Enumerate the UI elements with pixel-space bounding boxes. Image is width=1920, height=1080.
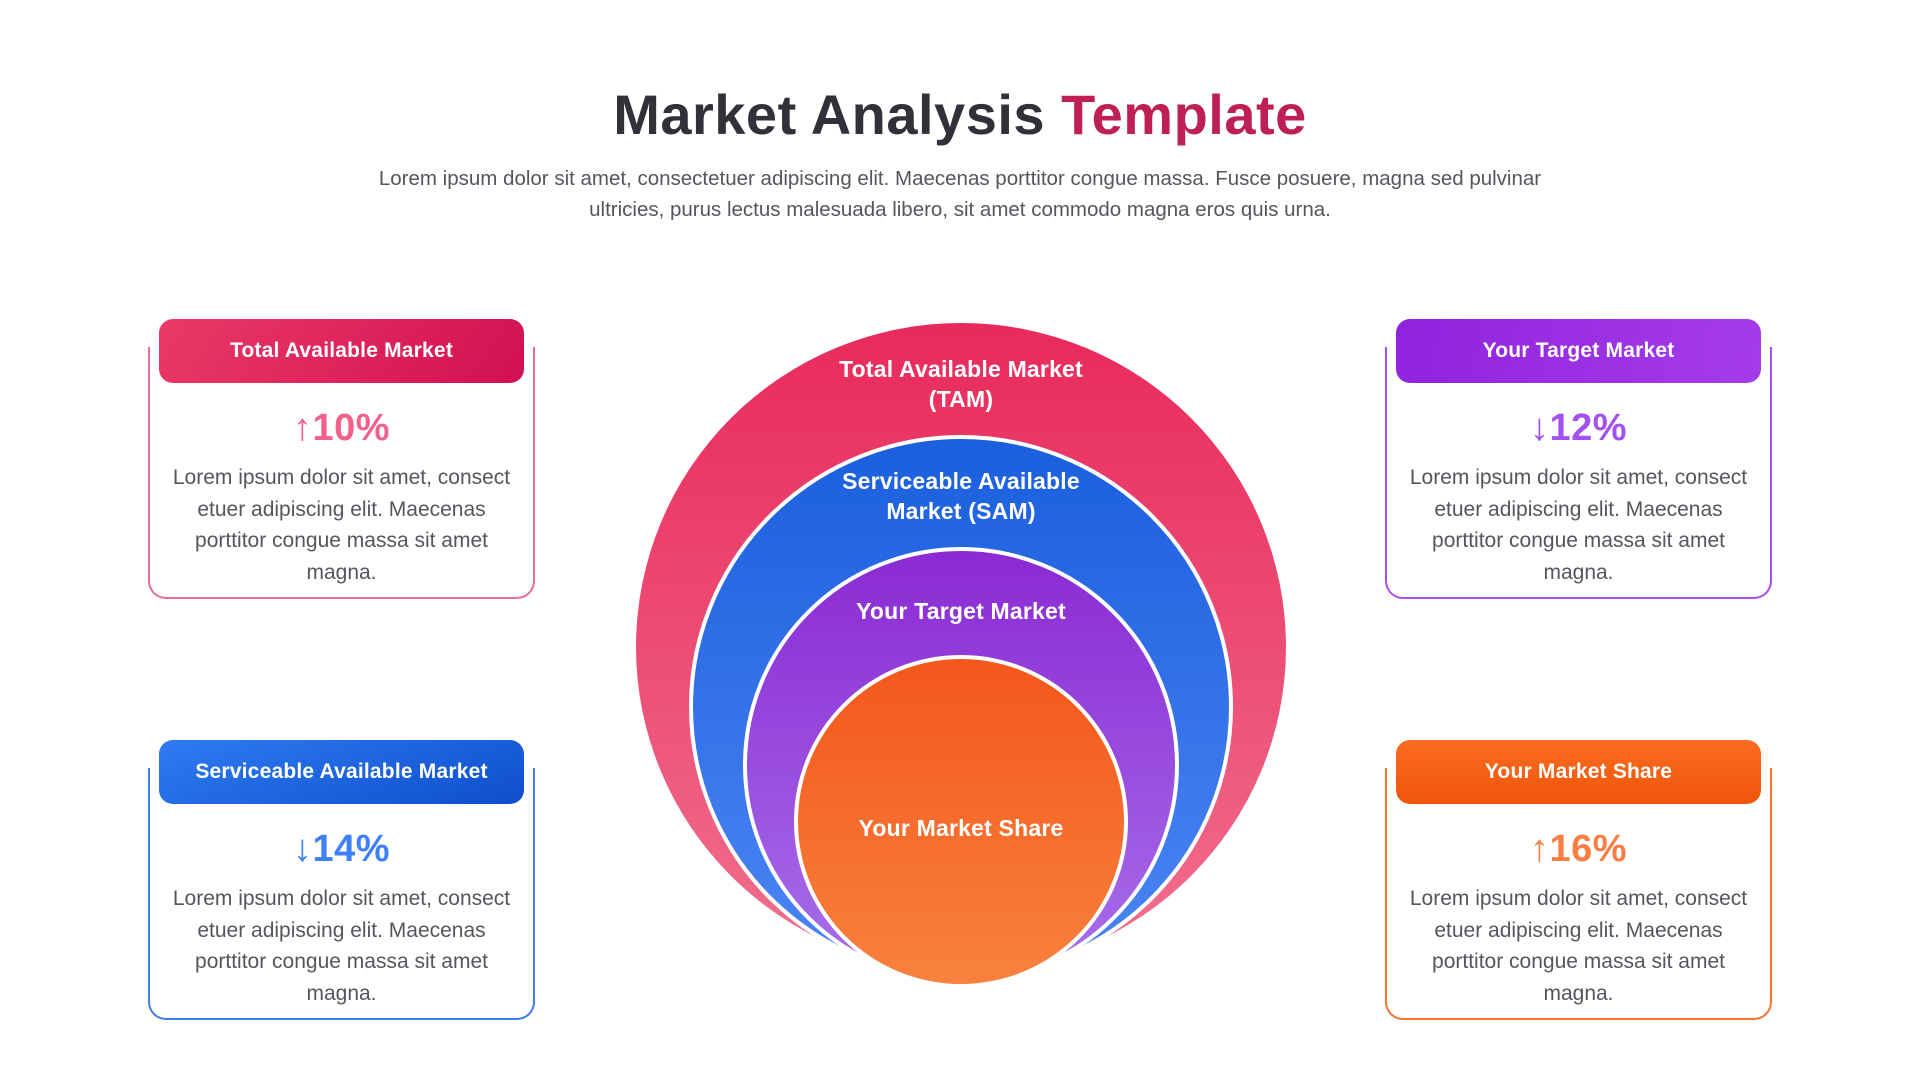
card-block-total-available-market: Total Available Market ↑10% Lorem ipsum … — [148, 319, 535, 599]
trend-your-target-market: ↓12% — [1396, 407, 1761, 450]
ring-label-line: Market (SAM) — [886, 498, 1036, 524]
trend-value: 16% — [1549, 828, 1628, 870]
trend-serviceable-available-market: ↓14% — [159, 828, 524, 871]
ring-label-your-target-market: Your Target Market — [631, 596, 1291, 626]
trend-value: 14% — [312, 828, 391, 870]
card-total-available-market: Total Available Market — [159, 319, 524, 383]
ring-label-line: Your Market Share — [858, 815, 1064, 841]
trend-down-icon: ↓ — [292, 828, 313, 870]
page-subtitle: Lorem ipsum dolor sit amet, consectetuer… — [378, 167, 1542, 221]
ring-label-line: Total Available Market — [839, 356, 1083, 382]
card-title: Serviceable Available Market — [195, 760, 488, 783]
card-title: Your Target Market — [1482, 339, 1675, 362]
trend-down-icon: ↓ — [1529, 407, 1550, 449]
card-bracket — [148, 347, 535, 599]
card-block-serviceable-available-market: Serviceable Available Market ↓14% Lorem … — [148, 740, 535, 1020]
ring-label-your-market-share: Your Market Share — [631, 813, 1291, 843]
card-your-target-market: Your Target Market — [1396, 319, 1761, 383]
ring-your-market-share — [794, 655, 1128, 988]
page-title-main: Market Analysis — [613, 83, 1062, 146]
card-block-your-market-share: Your Market Share ↑16% Lorem ipsum dolor… — [1385, 740, 1772, 1020]
card-body-text: Lorem ipsum dolor sit amet, consect etue… — [172, 887, 511, 1005]
trend-total-available-market: ↑10% — [159, 407, 524, 450]
card-title: Total Available Market — [229, 339, 454, 362]
ring-label-tam: Total Available Market (TAM) — [631, 354, 1291, 414]
card-bracket — [1385, 768, 1772, 1020]
card-body-text: Lorem ipsum dolor sit amet, consect etue… — [1409, 887, 1748, 1005]
market-funnel-diagram: Total Available Market (TAM) Serviceable… — [631, 319, 1291, 991]
card-your-market-share: Your Market Share — [1396, 740, 1761, 804]
card-serviceable-available-market: Serviceable Available Market — [159, 740, 524, 804]
trend-up-icon: ↑ — [292, 407, 313, 449]
page-title-accent: Template — [1061, 83, 1307, 146]
ring-label-line: Serviceable Available — [842, 468, 1080, 494]
card-body-text: Lorem ipsum dolor sit amet, consect etue… — [172, 466, 511, 584]
trend-up-icon: ↑ — [1529, 828, 1550, 870]
ring-label-sam: Serviceable Available Market (SAM) — [631, 466, 1291, 526]
trend-value: 12% — [1549, 407, 1628, 449]
ring-label-line: (TAM) — [928, 386, 994, 412]
page-title: Market Analysis Template — [0, 84, 1920, 146]
card-bracket — [148, 768, 535, 1020]
card-block-your-target-market: Your Target Market ↓12% Lorem ipsum dolo… — [1385, 319, 1772, 599]
ring-label-line: Your Target Market — [856, 598, 1066, 624]
trend-value: 10% — [312, 407, 391, 449]
card-body-text: Lorem ipsum dolor sit amet, consect etue… — [1409, 466, 1748, 584]
trend-your-market-share: ↑16% — [1396, 828, 1761, 871]
card-title: Your Market Share — [1484, 760, 1673, 783]
card-bracket — [1385, 347, 1772, 599]
